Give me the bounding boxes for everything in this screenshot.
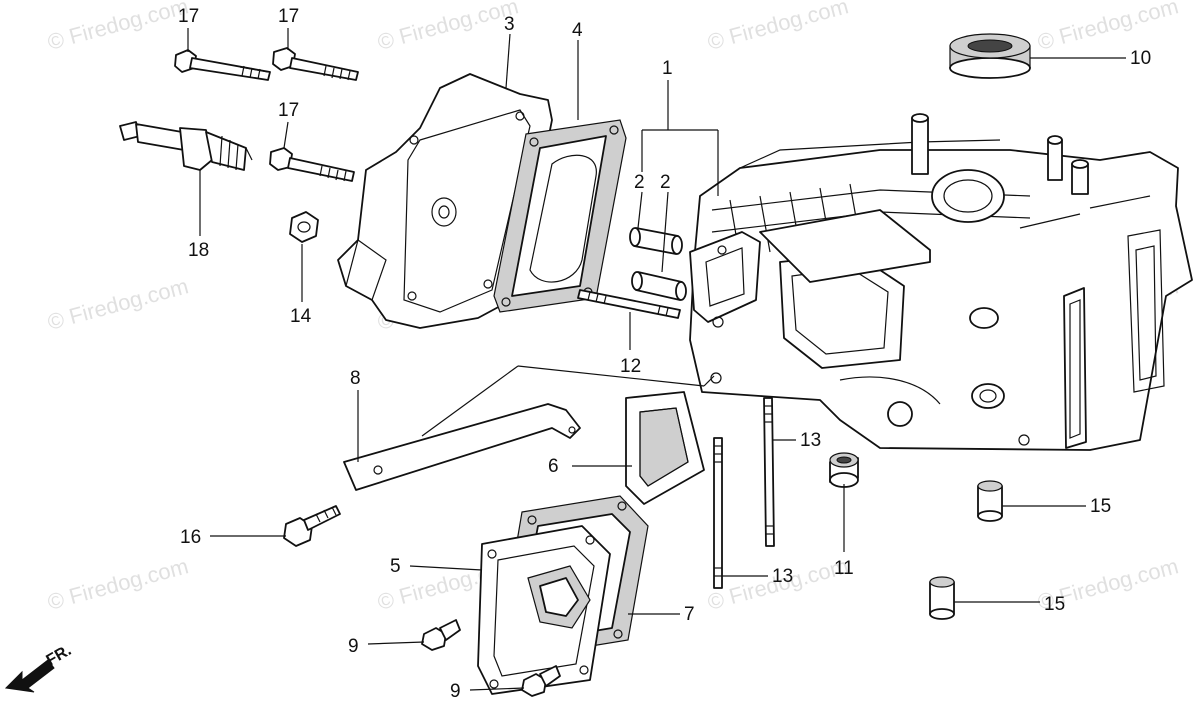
callout-11: 11 xyxy=(834,558,854,579)
callout-6: 6 xyxy=(548,456,559,477)
callout-2: 2 xyxy=(660,172,671,193)
callout-17: 17 xyxy=(278,6,299,27)
watermark: © Firedog.com xyxy=(45,553,191,615)
callout-13: 13 xyxy=(772,566,793,587)
oil-seal-10[interactable] xyxy=(949,33,1031,79)
stud-bolt-13-upper[interactable] xyxy=(763,397,775,547)
callout-labels: 17 17 17 18 14 3 4 1 2 2 10 12 8 6 13 13… xyxy=(178,6,1151,702)
stud-bolt-12[interactable] xyxy=(577,289,681,319)
bolt-9-upper[interactable] xyxy=(421,619,461,651)
bolt-17-top-right[interactable] xyxy=(272,47,359,81)
watermark: © Firedog.com xyxy=(45,0,191,55)
front-direction-arrow-icon: FR. xyxy=(4,642,74,693)
watermark: © Firedog.com xyxy=(705,0,851,55)
callout-12: 12 xyxy=(620,356,641,377)
collar-11[interactable] xyxy=(829,452,859,488)
flange-nut-14[interactable] xyxy=(289,211,319,243)
dowel-pin-15-upper[interactable] xyxy=(977,480,1003,522)
bolt-16[interactable] xyxy=(283,505,341,547)
callout-13: 13 xyxy=(800,430,821,451)
callout-17: 17 xyxy=(178,6,199,27)
leader-lines xyxy=(187,28,1126,691)
callout-18: 18 xyxy=(188,240,209,261)
callout-9: 9 xyxy=(450,681,461,702)
side-cover-5[interactable] xyxy=(477,525,611,695)
watermark: © Firedog.com xyxy=(45,273,191,335)
callout-7: 7 xyxy=(684,604,695,625)
dowel-pin-15-lower[interactable] xyxy=(929,576,955,620)
callout-5: 5 xyxy=(390,556,401,577)
dowel-pin-2-upper[interactable] xyxy=(629,227,683,255)
bolt-9-lower[interactable] xyxy=(521,665,561,697)
bolt-17-top-left[interactable] xyxy=(174,49,271,81)
callout-4: 4 xyxy=(572,20,583,41)
callout-15: 15 xyxy=(1044,594,1065,615)
callout-14: 14 xyxy=(290,306,312,327)
callout-3: 3 xyxy=(504,14,515,35)
port-gasket-6[interactable] xyxy=(625,391,705,505)
watermark: © Firedog.com xyxy=(375,0,521,55)
callout-2: 2 xyxy=(634,172,645,193)
callout-16: 16 xyxy=(180,527,201,548)
head-cover-3[interactable] xyxy=(337,73,553,329)
cylinder-block-1[interactable] xyxy=(689,113,1193,451)
watermark: © Firedog.com xyxy=(1035,0,1181,55)
callout-9: 9 xyxy=(348,636,359,657)
callout-17: 17 xyxy=(278,100,299,121)
callout-15: 15 xyxy=(1090,496,1111,517)
bracket-8[interactable] xyxy=(343,403,581,491)
callout-1: 1 xyxy=(662,58,673,79)
callout-8: 8 xyxy=(350,368,361,389)
stud-bolt-13-lower[interactable] xyxy=(713,437,723,589)
spark-plug-18[interactable] xyxy=(119,121,253,171)
bolt-17-middle[interactable] xyxy=(269,147,355,182)
dowel-pin-2-lower[interactable] xyxy=(631,271,687,301)
callout-10: 10 xyxy=(1130,48,1151,69)
